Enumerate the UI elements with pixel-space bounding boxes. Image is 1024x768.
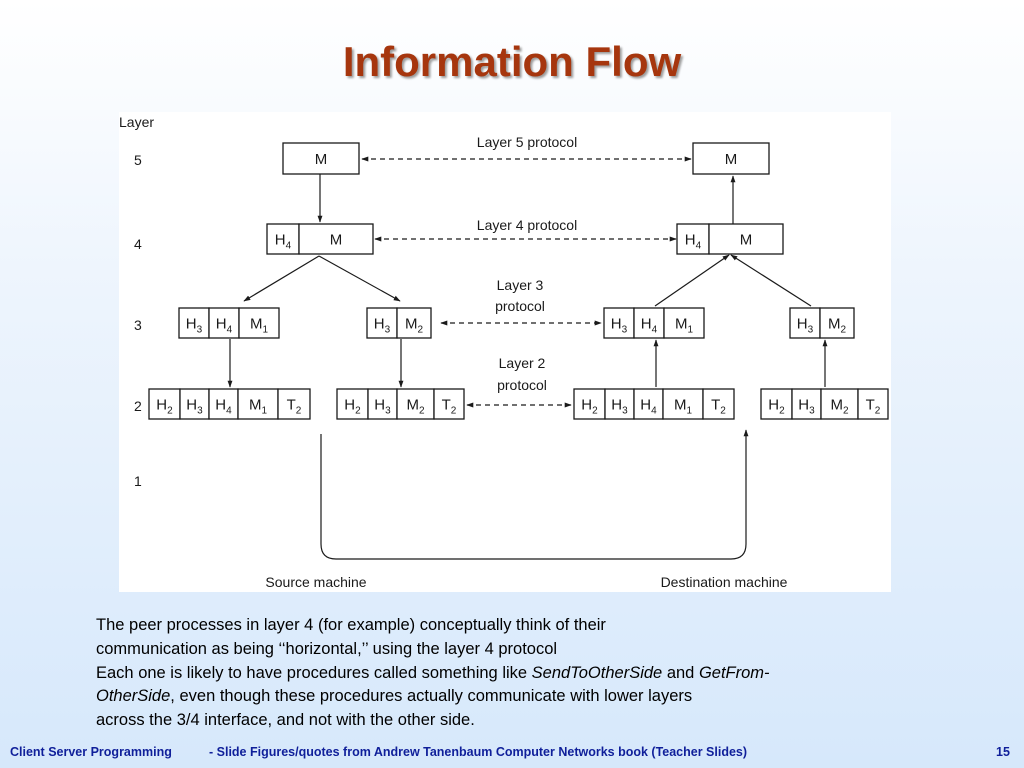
header-cell-m2 [819,307,855,339]
header-cell-h3 [789,307,821,339]
footer-course: Client Server Programming [10,745,172,759]
header-cell-m2 [396,307,432,339]
explanation-line-2: communication as being ‘‘horizontal,’’ u… [96,639,558,658]
destination-machine-label: Destination machine [661,574,788,590]
source-4-to-3-right-arrow [318,255,401,302]
layer2-protocol-label-line1: Layer 2 [499,355,546,371]
cell-label-m: M [330,232,343,249]
dest-3-to-4-left-arrow [654,254,730,307]
explanation-line-3: Each one is likely to have procedures ca… [96,662,926,686]
header-cell-h4 [633,307,665,339]
explanation-line-1: The peer processes in layer 4 (for examp… [96,616,606,634]
header-cell-t2 [857,388,889,420]
header-cell-t2 [433,388,465,420]
header-cell-m [282,142,360,175]
physical-medium-arrow [320,429,749,560]
source-layer5-message: M [282,142,360,175]
get-procedure-name-part1: GetFrom- [698,663,770,682]
explanation-line-4: OtherSide, even though these procedures … [96,685,926,709]
cell-label-m: M [740,232,753,249]
header-cell-h3 [179,388,210,420]
source-4-to-3-left-arrow [243,255,320,302]
header-cell-h2 [148,388,181,420]
header-cell-h4 [266,223,300,255]
source-machine-label: Source machine [265,574,366,590]
information-flow-diagram: Layer 5 4 3 2 1 Layer 5 protocol Layer 4… [119,114,889,590]
explanation-text: The peer processes in layer 4 (for examp… [96,614,926,733]
explanation-line-4-suffix: , even though these procedures actually … [170,687,693,706]
dest-layer5-message: M [692,142,770,175]
header-cell-m2 [820,388,859,420]
layer5-protocol-label: Layer 5 protocol [477,134,577,150]
header-cell-m2 [396,388,435,420]
header-cell-h2 [760,388,793,420]
header-cell-m1 [663,307,705,339]
layer-number-5: 5 [134,152,142,168]
information-flow-figure: Layer 5 4 3 2 1 Layer 5 protocol Layer 4… [119,112,891,592]
get-procedure-name-part2: OtherSide [96,687,171,706]
layer3-protocol-label-line1: Layer 3 [497,277,544,293]
layer4-protocol-label: Layer 4 protocol [477,217,577,233]
send-procedure-name: SendToOtherSide [531,663,663,682]
header-cell-m [708,223,784,255]
dest-3-to-4-right-arrow [730,254,812,307]
layer2-protocol-label-line2: protocol [497,377,547,393]
layer-number-1: 1 [134,473,142,489]
header-cell-h3 [366,307,398,339]
cell-label-m: M [725,151,738,168]
header-cell-m [298,223,374,255]
header-cell-m [692,142,770,175]
header-cell-h2 [573,388,606,420]
explanation-line-3-prefix: Each one is likely to have procedures ca… [96,663,532,682]
cell-label-m: M [315,151,328,168]
footer-page-number: 15 [996,745,1010,759]
layer-number-2: 2 [134,398,142,414]
header-cell-t2 [277,388,311,420]
header-cell-m1 [238,307,280,339]
layer3-protocol-label-line2: protocol [495,298,545,314]
header-cell-t2 [702,388,735,420]
header-cell-h3 [178,307,210,339]
header-cell-h3 [603,307,635,339]
explanation-line-5: across the 3/4 interface, and not with t… [96,711,475,730]
slide-title: Information Flow [342,38,682,85]
footer-source: - Slide Figures/quotes from Andrew Tanen… [209,745,748,759]
and-word: and [662,663,699,682]
layer-number-4: 4 [134,236,142,252]
layer-axis-label: Layer [119,114,154,130]
layer-number-3: 3 [134,317,142,333]
